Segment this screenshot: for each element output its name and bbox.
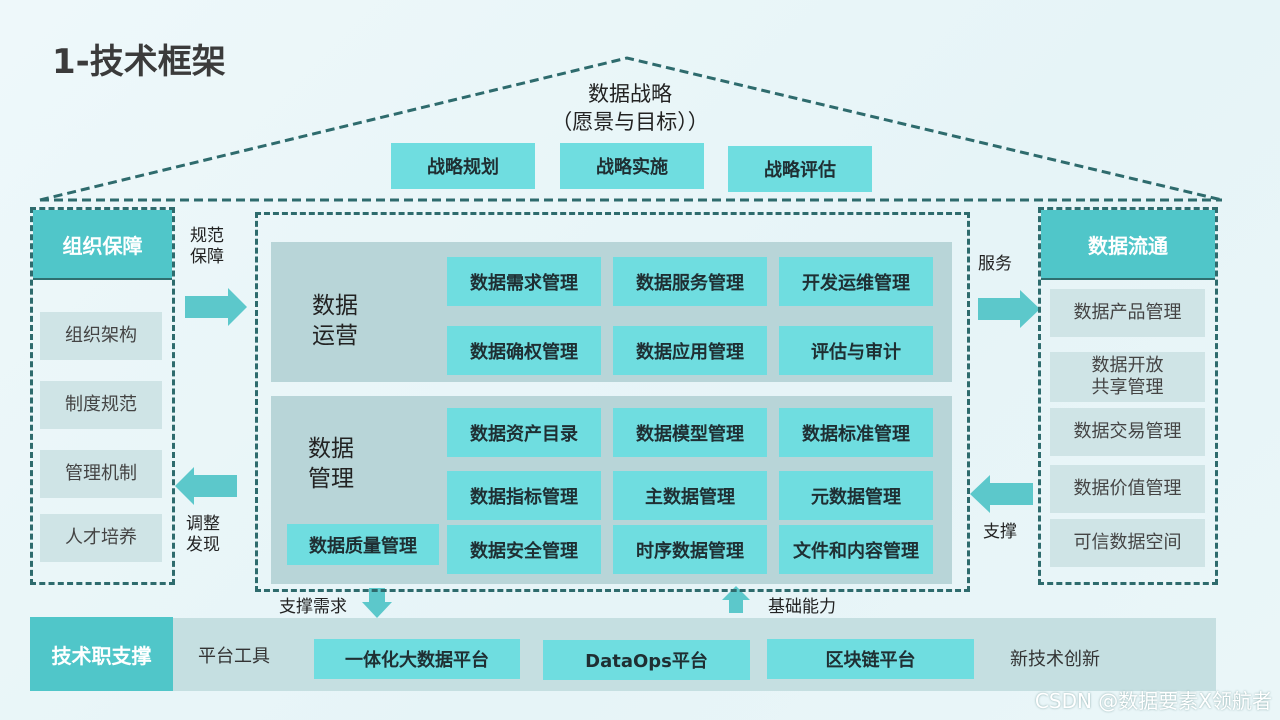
center-frame — [255, 212, 970, 592]
management-label: 数据 管理 — [296, 434, 366, 494]
org-support-frame — [30, 207, 175, 585]
strategy-evaluate-box: 战略评估 — [728, 146, 872, 192]
flow-open-share-item: 数据开放 共享管理 — [1050, 352, 1205, 402]
op-item-audit: 评估与审计 — [779, 326, 933, 375]
talent-item: 人才培养 — [40, 514, 162, 562]
platform-bigdata: 一体化大数据平台 — [314, 639, 520, 679]
arrow-right-to-flow — [978, 290, 1040, 328]
arrow-in-label: 规范 保障 — [190, 226, 224, 268]
flow-trusted-space-item: 可信数据空间 — [1050, 519, 1205, 567]
arrow-up-base — [722, 586, 750, 613]
new-tech-label: 新技术创新 — [1010, 649, 1100, 670]
op-item-application: 数据应用管理 — [613, 326, 767, 375]
arrow-in-label-2: 保障 — [190, 247, 224, 267]
flow-product-item: 数据产品管理 — [1050, 289, 1205, 337]
management-label-2: 管理 — [308, 466, 354, 492]
mgmt-metric: 数据指标管理 — [447, 471, 601, 520]
mgmt-quality: 数据质量管理 — [287, 524, 439, 565]
strategy-title: 数据战略 （愿景与目标）） — [540, 80, 720, 136]
mgmt-metadata: 元数据管理 — [779, 471, 933, 520]
op-item-devops: 开发运维管理 — [779, 257, 933, 306]
arrow-out-label: 调整 发现 — [186, 514, 220, 556]
strategy-title-line2: （愿景与目标）） — [551, 110, 709, 134]
operation-label-2: 运营 — [312, 323, 358, 349]
base-capability-label: 基础能力 — [768, 597, 836, 617]
mgmt-time-series: 时序数据管理 — [613, 525, 767, 574]
rules-item: 制度规范 — [40, 381, 162, 429]
flow-open-share-line2: 共享管理 — [1091, 377, 1164, 398]
op-item-service: 数据服务管理 — [613, 257, 767, 306]
tech-support-header: 技术职支撑 — [30, 617, 173, 691]
strategy-plan-box: 战略规划 — [391, 143, 535, 189]
strategy-title-line1: 数据战略 — [588, 82, 672, 106]
platform-tools-label: 平台工具 — [198, 646, 270, 667]
op-item-rights: 数据确权管理 — [447, 326, 601, 375]
page-title: 1-技术框架 — [52, 42, 226, 82]
mgmt-asset-catalog: 数据资产目录 — [447, 408, 601, 457]
arrow-down-support — [362, 588, 392, 618]
mgmt-master-data: 主数据管理 — [613, 471, 767, 520]
flow-open-share-line1: 数据开放 — [1091, 355, 1164, 376]
arrow-left-from-flow — [970, 475, 1033, 513]
arrow-in-label-1: 规范 — [190, 226, 224, 246]
mgmt-standard: 数据标准管理 — [779, 408, 933, 457]
org-structure-item: 组织架构 — [40, 312, 162, 360]
service-label: 服务 — [978, 254, 1012, 274]
mgmt-files-content: 文件和内容管理 — [779, 525, 933, 574]
arrow-left-out-center — [175, 467, 237, 505]
operation-label: 数据 运营 — [300, 291, 370, 351]
strategy-implement-box: 战略实施 — [560, 143, 704, 189]
operation-label-1: 数据 — [312, 293, 358, 319]
mechanism-item: 管理机制 — [40, 450, 162, 498]
data-flow-frame — [1038, 207, 1218, 585]
arrow-out-label-2: 发现 — [186, 535, 220, 555]
arrow-right-into-center — [185, 288, 247, 326]
watermark: CSDN @数据要素X领航者 — [1034, 689, 1272, 713]
support-label: 支撑 — [983, 522, 1017, 542]
management-label-1: 数据 — [308, 436, 354, 462]
platform-blockchain: 区块链平台 — [767, 639, 974, 679]
mgmt-security: 数据安全管理 — [447, 525, 601, 574]
mgmt-model: 数据模型管理 — [613, 408, 767, 457]
platform-dataops: DataOps平台 — [543, 640, 750, 680]
data-flow-header: 数据流通 — [1041, 210, 1215, 280]
org-support-header: 组织保障 — [33, 210, 172, 280]
arrow-out-label-1: 调整 — [186, 514, 220, 534]
support-demand-label: 支撑需求 — [279, 597, 347, 617]
flow-value-item: 数据价值管理 — [1050, 465, 1205, 513]
op-item-demand: 数据需求管理 — [447, 257, 601, 306]
flow-trade-item: 数据交易管理 — [1050, 408, 1205, 456]
